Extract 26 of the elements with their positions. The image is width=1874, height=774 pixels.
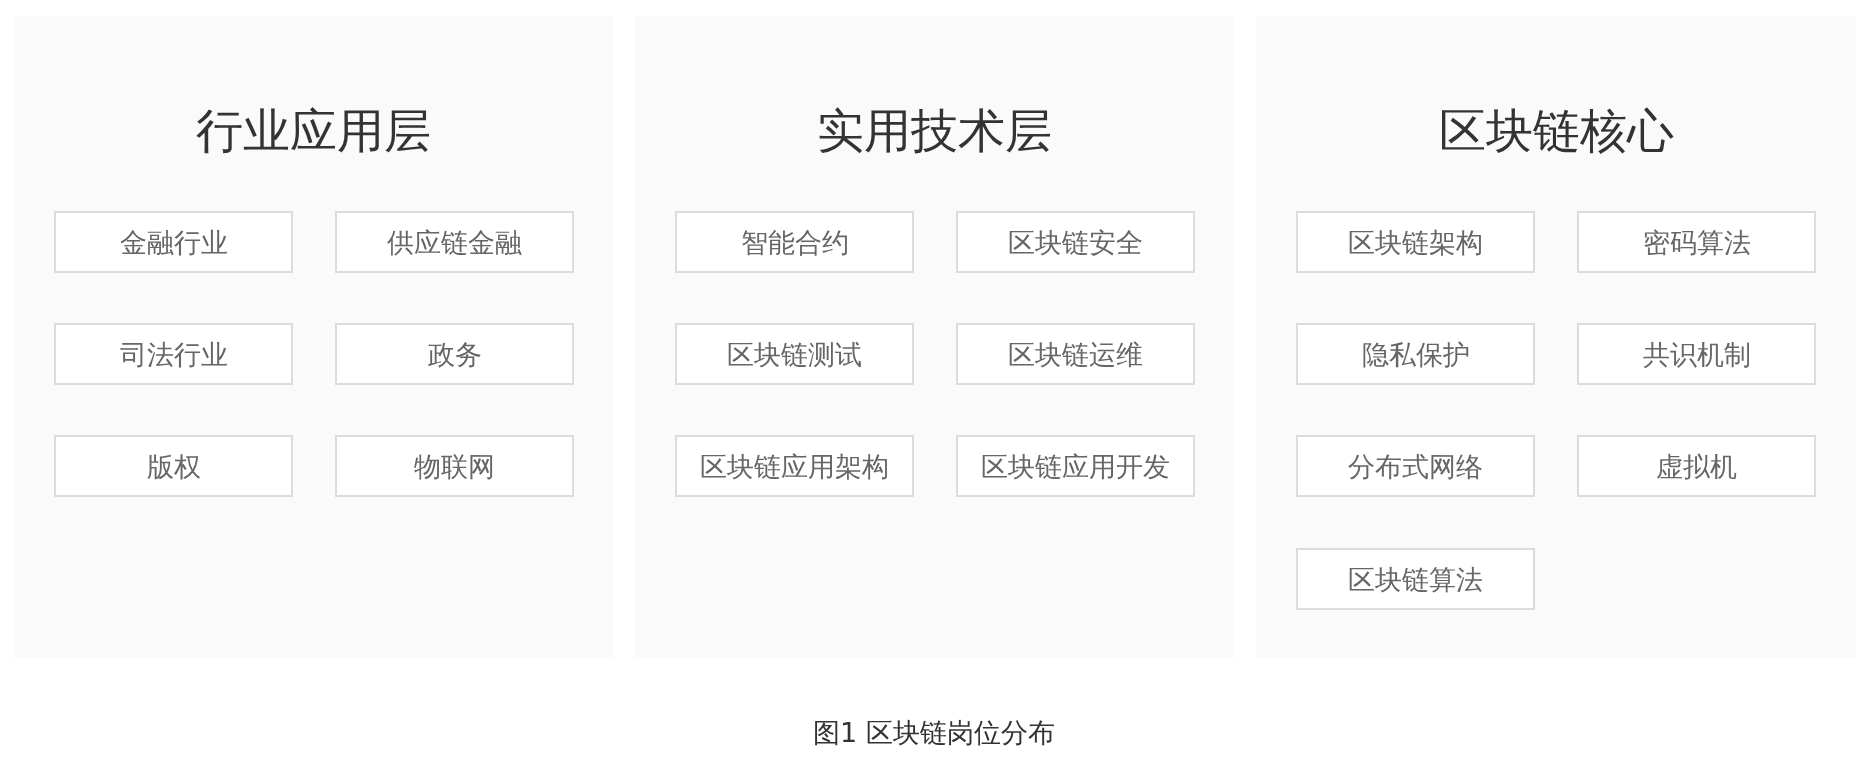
category-box: 司法行业 <box>54 323 293 385</box>
panel-title: 实用技术层 <box>817 107 1052 154</box>
category-box: 政务 <box>335 323 574 385</box>
layer-panel <box>635 16 1234 658</box>
layer-panel <box>14 16 613 658</box>
category-box: 区块链应用开发 <box>956 435 1195 497</box>
category-box: 分布式网络 <box>1296 435 1535 497</box>
figure-caption: 图1 区块链岗位分布 <box>813 719 1055 746</box>
category-box: 隐私保护 <box>1296 323 1535 385</box>
panel-title: 区块链核心 <box>1438 107 1674 154</box>
category-box: 供应链金融 <box>335 211 574 273</box>
layer-panel <box>1256 16 1856 658</box>
category-box: 金融行业 <box>54 211 293 273</box>
category-box: 区块链架构 <box>1296 211 1535 273</box>
category-box: 共识机制 <box>1577 323 1816 385</box>
category-box: 区块链测试 <box>675 323 914 385</box>
category-box: 区块链算法 <box>1296 548 1535 610</box>
category-box: 区块链安全 <box>956 211 1195 273</box>
panel-title: 行业应用层 <box>196 107 431 154</box>
category-box: 区块链应用架构 <box>675 435 914 497</box>
category-box: 密码算法 <box>1577 211 1816 273</box>
category-box: 智能合约 <box>675 211 914 273</box>
category-box: 虚拟机 <box>1577 435 1816 497</box>
category-box: 版权 <box>54 435 293 497</box>
category-box: 区块链运维 <box>956 323 1195 385</box>
category-box: 物联网 <box>335 435 574 497</box>
